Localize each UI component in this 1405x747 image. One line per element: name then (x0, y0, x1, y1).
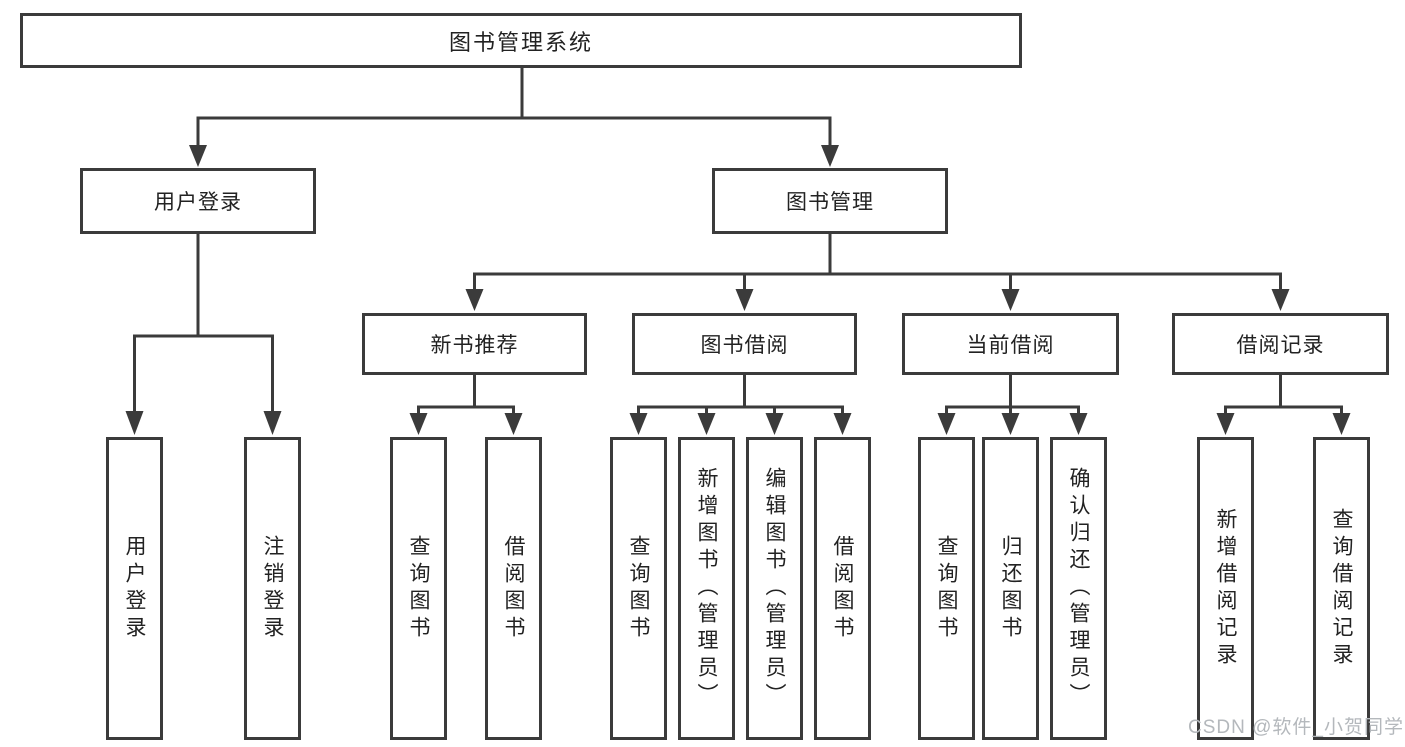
leaf-label: 新增借阅记录 (1214, 507, 1237, 670)
leaf-label: 新增图书（管理员） (695, 467, 718, 710)
node-library-management-system: 图书管理系统 (20, 13, 1022, 68)
leaf-query-books-current: 查询图书 (918, 437, 975, 740)
leaf-label: 查询借阅记录 (1330, 507, 1353, 670)
leaf-label: 查询图书 (627, 534, 650, 643)
leaf-confirm-return-admin: 确认归还（管理员） (1050, 437, 1107, 740)
connector-userlogin-to-leaves (133, 234, 274, 413)
node-current-borrowing: 当前借阅 (902, 313, 1119, 375)
connector-bookborrow-group (637, 375, 844, 415)
connector-currentborrow-group (945, 375, 1080, 415)
connector-borrowrecords-group (1224, 375, 1343, 415)
leaf-label: 确认归还（管理员） (1067, 467, 1090, 710)
leaf-label: 查询图书 (935, 534, 958, 643)
leaf-query-books-borrow: 查询图书 (610, 437, 667, 740)
leaf-borrow-books: 借阅图书 (814, 437, 871, 740)
leaf-borrow-books-recommend: 借阅图书 (485, 437, 542, 740)
csdn-watermark: CSDN @软件_小贺同学 (1188, 717, 1404, 738)
arrowheads (125, 145, 1351, 435)
node-book-borrowing: 图书借阅 (632, 313, 857, 375)
node-book-management: 图书管理 (712, 168, 948, 234)
leaf-return-books: 归还图书 (982, 437, 1039, 740)
leaf-add-borrow-record: 新增借阅记录 (1197, 437, 1254, 740)
leaf-label: 借阅图书 (831, 534, 854, 643)
leaf-query-borrow-record: 查询借阅记录 (1313, 437, 1370, 740)
leaf-label: 查询图书 (407, 534, 430, 643)
leaf-user-login-label: 用户登录 (123, 534, 146, 643)
leaf-logout-label: 注销登录 (261, 534, 284, 643)
connector-root-to-level1 (196, 68, 832, 147)
connector-newbook-group (417, 375, 515, 415)
connector-bookmgmt-to-level2 (473, 234, 1282, 291)
leaf-user-login: 用户登录 (106, 437, 163, 740)
leaf-label: 归还图书 (999, 534, 1022, 643)
leaf-edit-books-admin: 编辑图书（管理员） (746, 437, 803, 740)
leaf-logout: 注销登录 (244, 437, 301, 740)
node-borrowing-records: 借阅记录 (1172, 313, 1389, 375)
leaf-query-books-recommend: 查询图书 (390, 437, 447, 740)
leaf-label: 借阅图书 (502, 534, 525, 643)
leaf-label: 编辑图书（管理员） (763, 467, 786, 710)
node-new-book-recommendation: 新书推荐 (362, 313, 587, 375)
leaf-add-books-admin: 新增图书（管理员） (678, 437, 735, 740)
node-user-login: 用户登录 (80, 168, 316, 234)
